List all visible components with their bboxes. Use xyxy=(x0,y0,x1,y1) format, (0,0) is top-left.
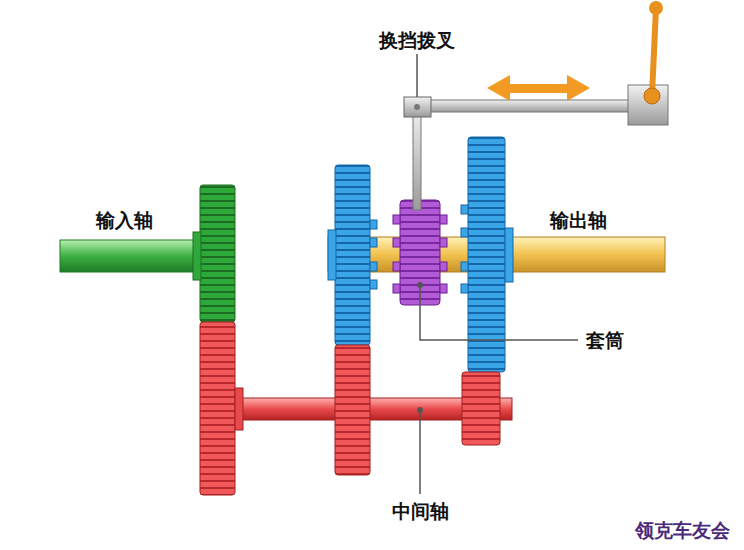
part-label: 换挡拨叉 xyxy=(377,29,457,52)
part-label: 输出轴 xyxy=(548,209,609,232)
part-label: 中间轴 xyxy=(390,500,451,523)
part-label: 输入轴 xyxy=(94,209,155,232)
watermark: 领克车友会 xyxy=(629,517,736,544)
part-label: 套筒 xyxy=(584,329,626,352)
